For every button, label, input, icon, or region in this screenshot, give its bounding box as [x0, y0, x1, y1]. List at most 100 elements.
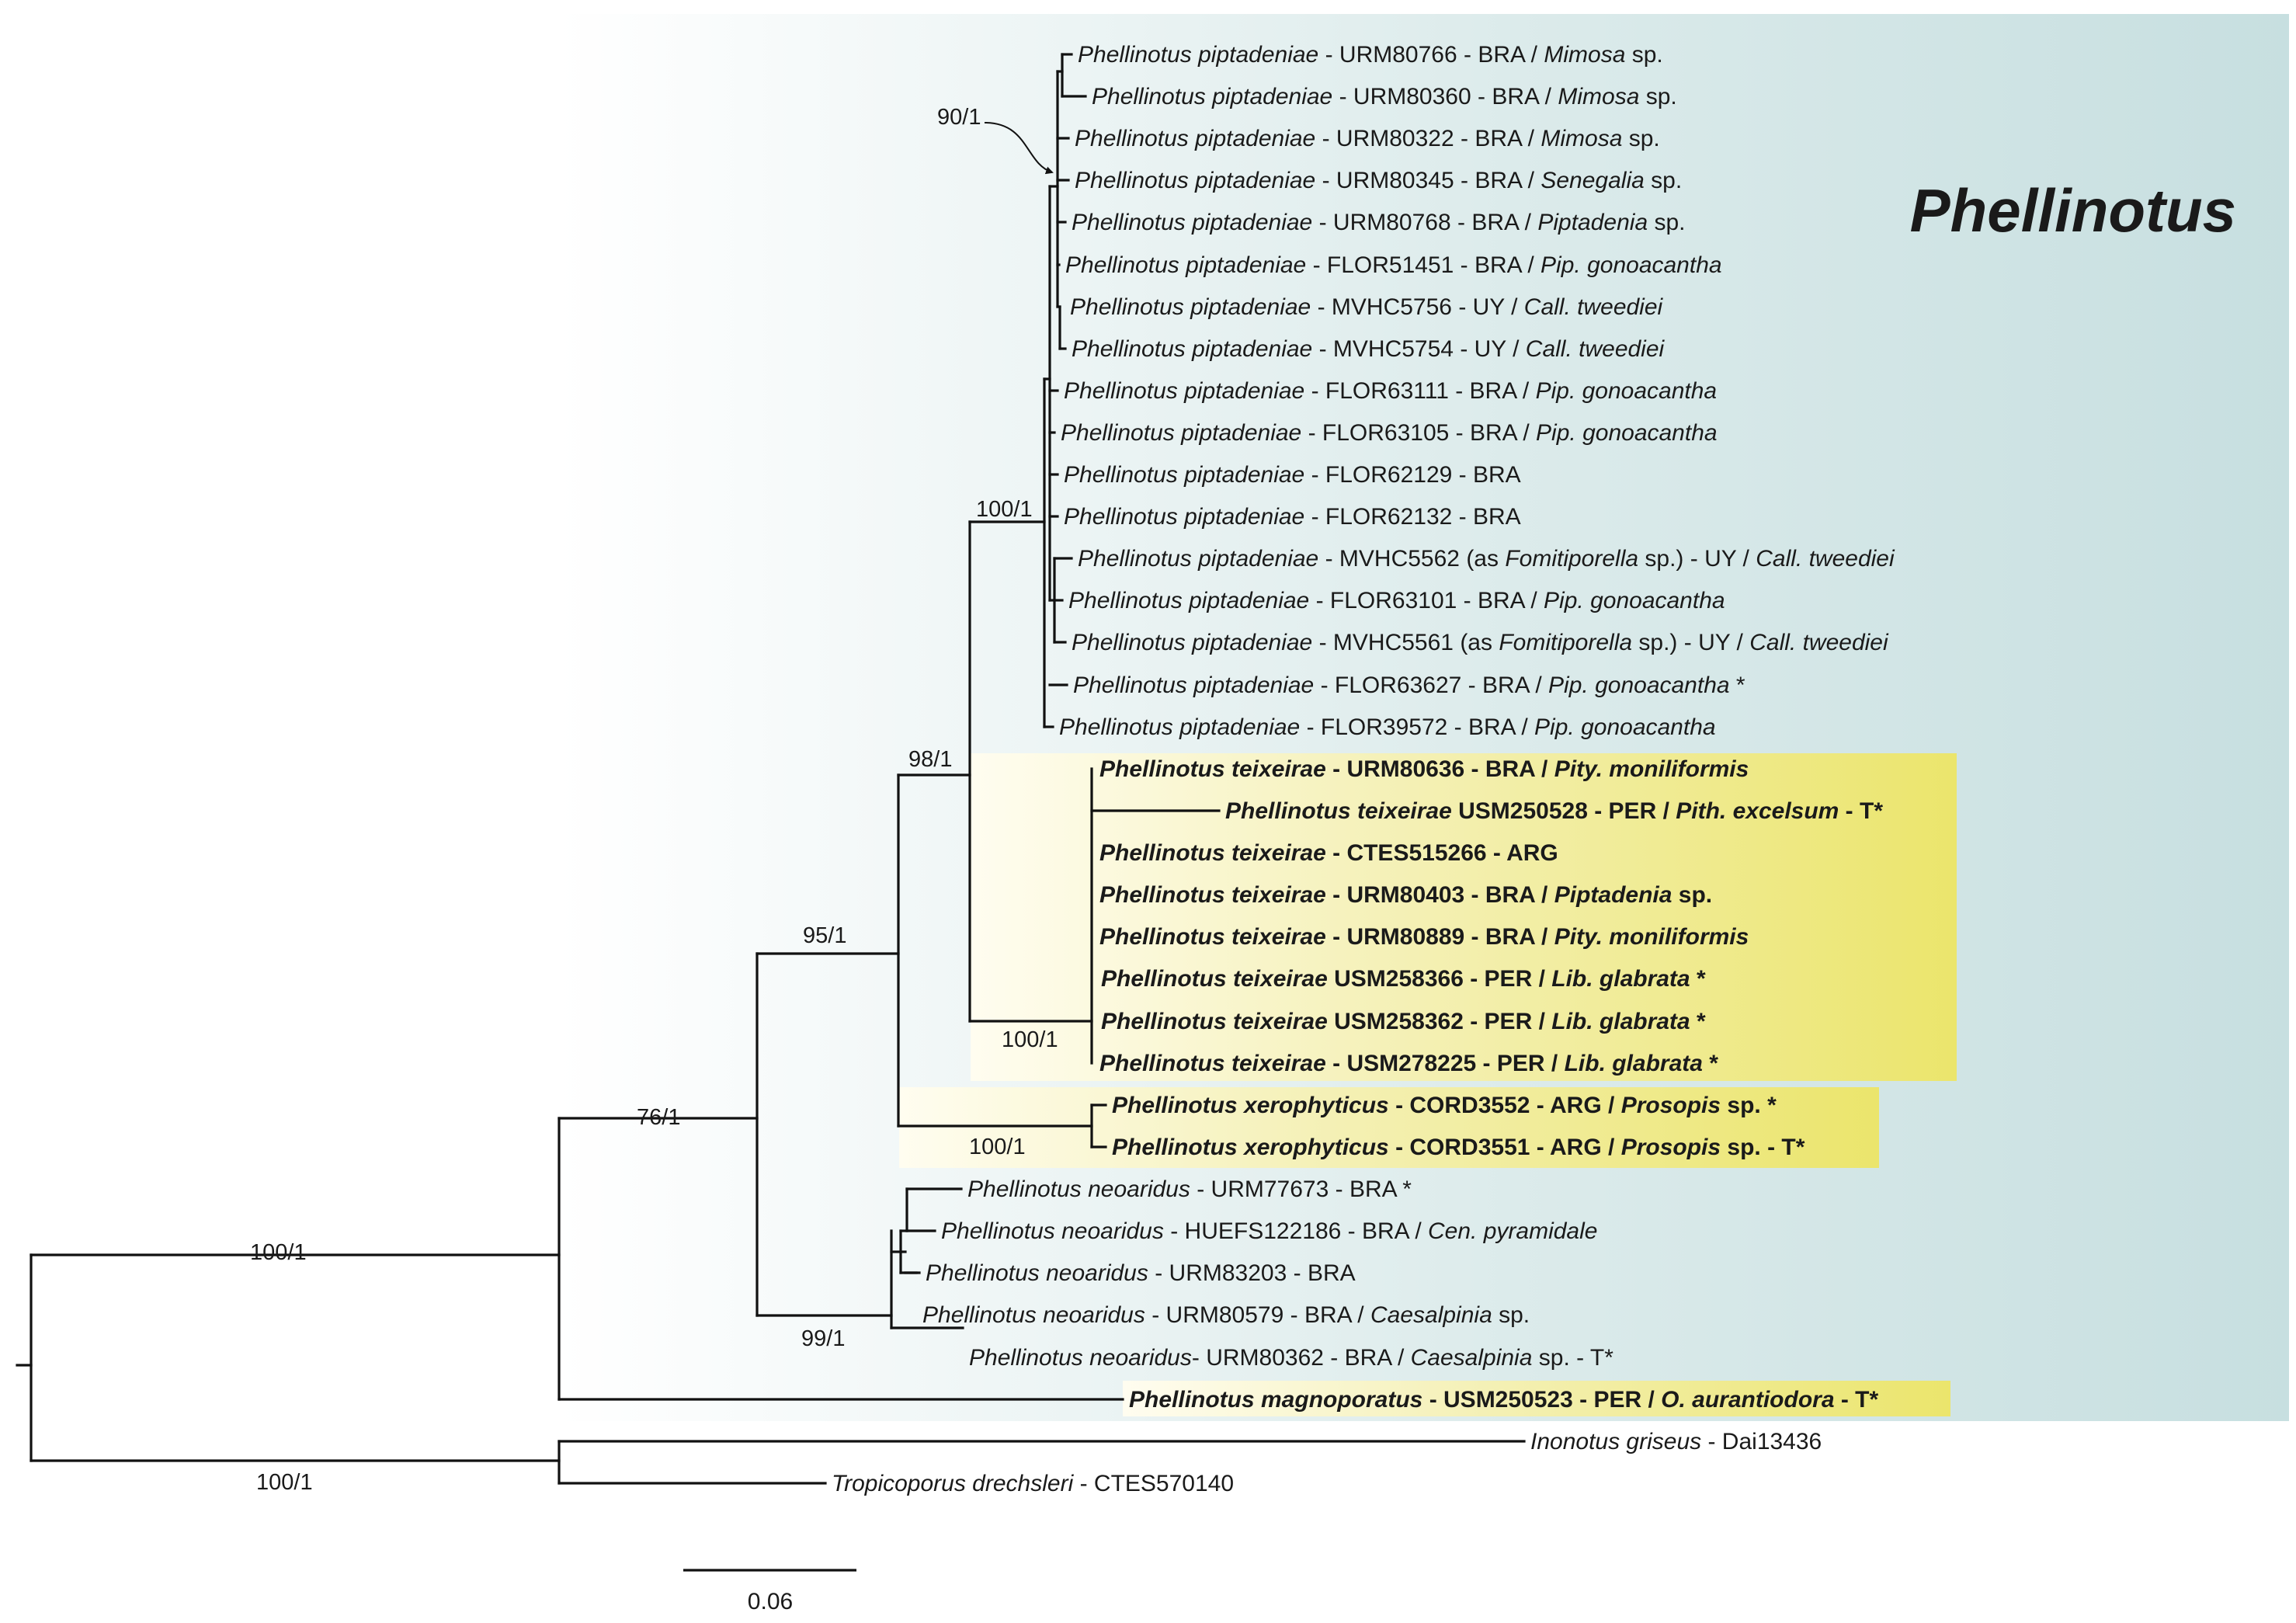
italic-segment: Phellinotus teixeirae	[1099, 1051, 1326, 1076]
italic-segment: Pip. gonoacantha	[1534, 714, 1716, 740]
tip-label: Phellinotus piptadeniae - MVHC5756 - UY …	[1070, 294, 1664, 320]
text-segment: - Dai13436	[1701, 1429, 1822, 1454]
text-segment: sp.	[1645, 168, 1682, 193]
text-segment: *	[1703, 1051, 1718, 1076]
italic-segment: Lib. glabrata	[1551, 966, 1690, 992]
text-segment: - CORD3551 - ARG /	[1389, 1135, 1621, 1160]
italic-segment: Phellinotus neoaridus	[941, 1218, 1164, 1244]
text-segment: - URM80766 - BRA /	[1318, 42, 1544, 68]
support-root-top: 100/1	[250, 1240, 307, 1265]
highlight-teixeirae	[971, 753, 1957, 1081]
italic-segment: Pip. gonoacantha	[1536, 420, 1718, 446]
italic-segment: Phellinotus piptadeniae	[1070, 294, 1311, 320]
italic-segment: Phellinotus teixeirae	[1101, 966, 1328, 992]
text-segment: - URM80768 - BRA /	[1312, 210, 1537, 235]
tip-label: Phellinotus neoaridus - URM80579 - BRA /…	[922, 1302, 1530, 1328]
tip-label: Phellinotus neoaridus- URM80362 - BRA / …	[969, 1345, 1613, 1371]
italic-segment: Phellinotus xerophyticus	[1112, 1135, 1389, 1160]
italic-segment: Fomitiporella	[1499, 630, 1632, 655]
tip-label: Phellinotus teixeirae USM258362 - PER / …	[1101, 1009, 1706, 1034]
support-root-bottom: 100/1	[256, 1470, 313, 1495]
italic-segment: Phellinotus piptadeniae	[1073, 672, 1314, 698]
italic-segment: Phellinotus teixeirae	[1099, 840, 1326, 866]
italic-segment: Phellinotus piptadeniae	[1059, 714, 1300, 740]
tip-label: Phellinotus piptadeniae - FLOR63627 - BR…	[1073, 672, 1745, 698]
tip-labels: Phellinotus piptadeniae - URM80766 - BRA…	[832, 42, 1895, 1496]
italic-segment: Call. tweediei	[1524, 294, 1664, 320]
italic-segment: Pip. gonoacantha	[1544, 588, 1725, 613]
italic-segment: Piptadenia	[1537, 210, 1648, 235]
italic-segment: Phellinotus piptadeniae	[1072, 336, 1312, 362]
italic-segment: Pip. gonoacantha	[1548, 672, 1730, 698]
italic-segment: Call. tweediei	[1526, 336, 1666, 362]
italic-segment: Mimosa	[1544, 42, 1625, 68]
tip-label: Phellinotus neoaridus - HUEFS122186 - BR…	[941, 1218, 1597, 1244]
italic-segment: Fomitiporella	[1505, 546, 1638, 572]
tip-label: Phellinotus piptadeniae - URM80345 - BRA…	[1075, 168, 1682, 193]
tip-label: Phellinotus neoaridus - URM77673 - BRA *	[967, 1176, 1412, 1202]
italic-segment: Phellinotus piptadeniae	[1075, 168, 1315, 193]
tip-label: Phellinotus xerophyticus - CORD3551 - AR…	[1112, 1135, 1805, 1160]
text-segment: - CORD3552 - ARG /	[1389, 1093, 1621, 1118]
scale-label: 0.06	[748, 1589, 793, 1614]
support-100-xerophyticus: 100/1	[969, 1135, 1026, 1159]
support-100-piptadeniae: 100/1	[976, 497, 1033, 522]
support-99-neoaridus: 99/1	[801, 1326, 845, 1351]
text-segment: - FLOR39572 - BRA /	[1300, 714, 1534, 740]
italic-segment: Phellinotus piptadeniae	[1092, 84, 1332, 109]
text-segment: - FLOR63627 - BRA /	[1314, 672, 1548, 698]
text-segment: sp. *	[1721, 1093, 1777, 1118]
text-segment: - MVHC5562 (as	[1318, 546, 1505, 572]
italic-segment: Piptadenia	[1554, 882, 1673, 908]
text-segment: USM258366 - PER /	[1328, 966, 1551, 992]
text-segment: - URM80360 - BRA /	[1332, 84, 1558, 109]
text-segment: - MVHC5754 - UY /	[1312, 336, 1526, 362]
italic-segment: Pith. excelsum	[1676, 798, 1839, 824]
text-segment: sp. - T*	[1721, 1135, 1805, 1160]
text-segment: - URM80322 - BRA /	[1315, 126, 1541, 151]
text-segment: - URM83203 - BRA	[1148, 1260, 1356, 1286]
text-segment: - T*	[1835, 1387, 1879, 1413]
text-segment: sp.	[1648, 210, 1685, 235]
tip-label: Phellinotus piptadeniae - FLOR63105 - BR…	[1061, 420, 1718, 446]
italic-segment: Phellinotus piptadeniae	[1064, 378, 1304, 404]
italic-segment: Phellinotus piptadeniae	[1064, 504, 1304, 530]
text-segment: sp.	[1622, 126, 1659, 151]
italic-segment: Phellinotus teixeirae	[1099, 882, 1326, 908]
italic-segment: Phellinotus xerophyticus	[1112, 1093, 1389, 1118]
tip-label: Phellinotus xerophyticus - CORD3552 - AR…	[1112, 1093, 1777, 1118]
tip-label: Phellinotus piptadeniae - MVHC5562 (as F…	[1078, 546, 1895, 572]
tip-label: Tropicoporus drechsleri - CTES570140	[832, 1471, 1234, 1496]
italic-segment: O. aurantiodora	[1661, 1387, 1834, 1413]
italic-segment: Phellinotus teixeirae	[1101, 1009, 1328, 1034]
clade-title: Phellinotus	[1910, 176, 2236, 245]
text-segment: *	[1690, 966, 1706, 992]
text-segment: - URM80362 - BRA /	[1192, 1345, 1411, 1371]
italic-segment: Phellinotus piptadeniae	[1075, 126, 1315, 151]
tip-label: Phellinotus piptadeniae - FLOR62132 - BR…	[1064, 504, 1521, 530]
italic-segment: Phellinotus neoaridus	[969, 1345, 1192, 1371]
text-segment: - FLOR51451 - BRA /	[1306, 252, 1541, 278]
italic-segment: Prosopis	[1621, 1135, 1721, 1160]
text-segment: - URM80403 - BRA /	[1326, 882, 1554, 908]
text-segment: - FLOR63111 - BRA /	[1304, 378, 1535, 404]
tip-label: Phellinotus piptadeniae - MVHC5561 (as F…	[1072, 630, 1889, 655]
italic-segment: Phellinotus neoaridus	[967, 1176, 1190, 1202]
italic-segment: Phellinotus teixeirae	[1099, 756, 1326, 782]
italic-segment: Mimosa	[1541, 126, 1622, 151]
tip-label: Phellinotus piptadeniae - FLOR63101 - BR…	[1068, 588, 1725, 613]
italic-segment: Phellinotus teixeirae	[1225, 798, 1452, 824]
text-segment: - CTES570140	[1073, 1471, 1234, 1496]
italic-segment: Phellinotus piptadeniae	[1064, 462, 1304, 488]
text-segment: *	[1690, 1009, 1706, 1034]
tip-label: Phellinotus piptadeniae - FLOR62129 - BR…	[1064, 462, 1521, 488]
tip-label: Phellinotus teixeirae - URM80636 - BRA /…	[1099, 756, 1749, 782]
text-segment: sp.) - UY /	[1638, 546, 1756, 572]
tip-label: Phellinotus magnoporatus - USM250523 - P…	[1129, 1387, 1879, 1413]
text-segment: sp.	[1625, 42, 1662, 68]
text-segment: USM250528 - PER /	[1452, 798, 1676, 824]
tip-label: Phellinotus teixeirae USM258366 - PER / …	[1101, 966, 1706, 992]
clade-background	[558, 14, 2289, 1421]
tip-label: Phellinotus teixeirae - URM80889 - BRA /…	[1099, 924, 1749, 950]
